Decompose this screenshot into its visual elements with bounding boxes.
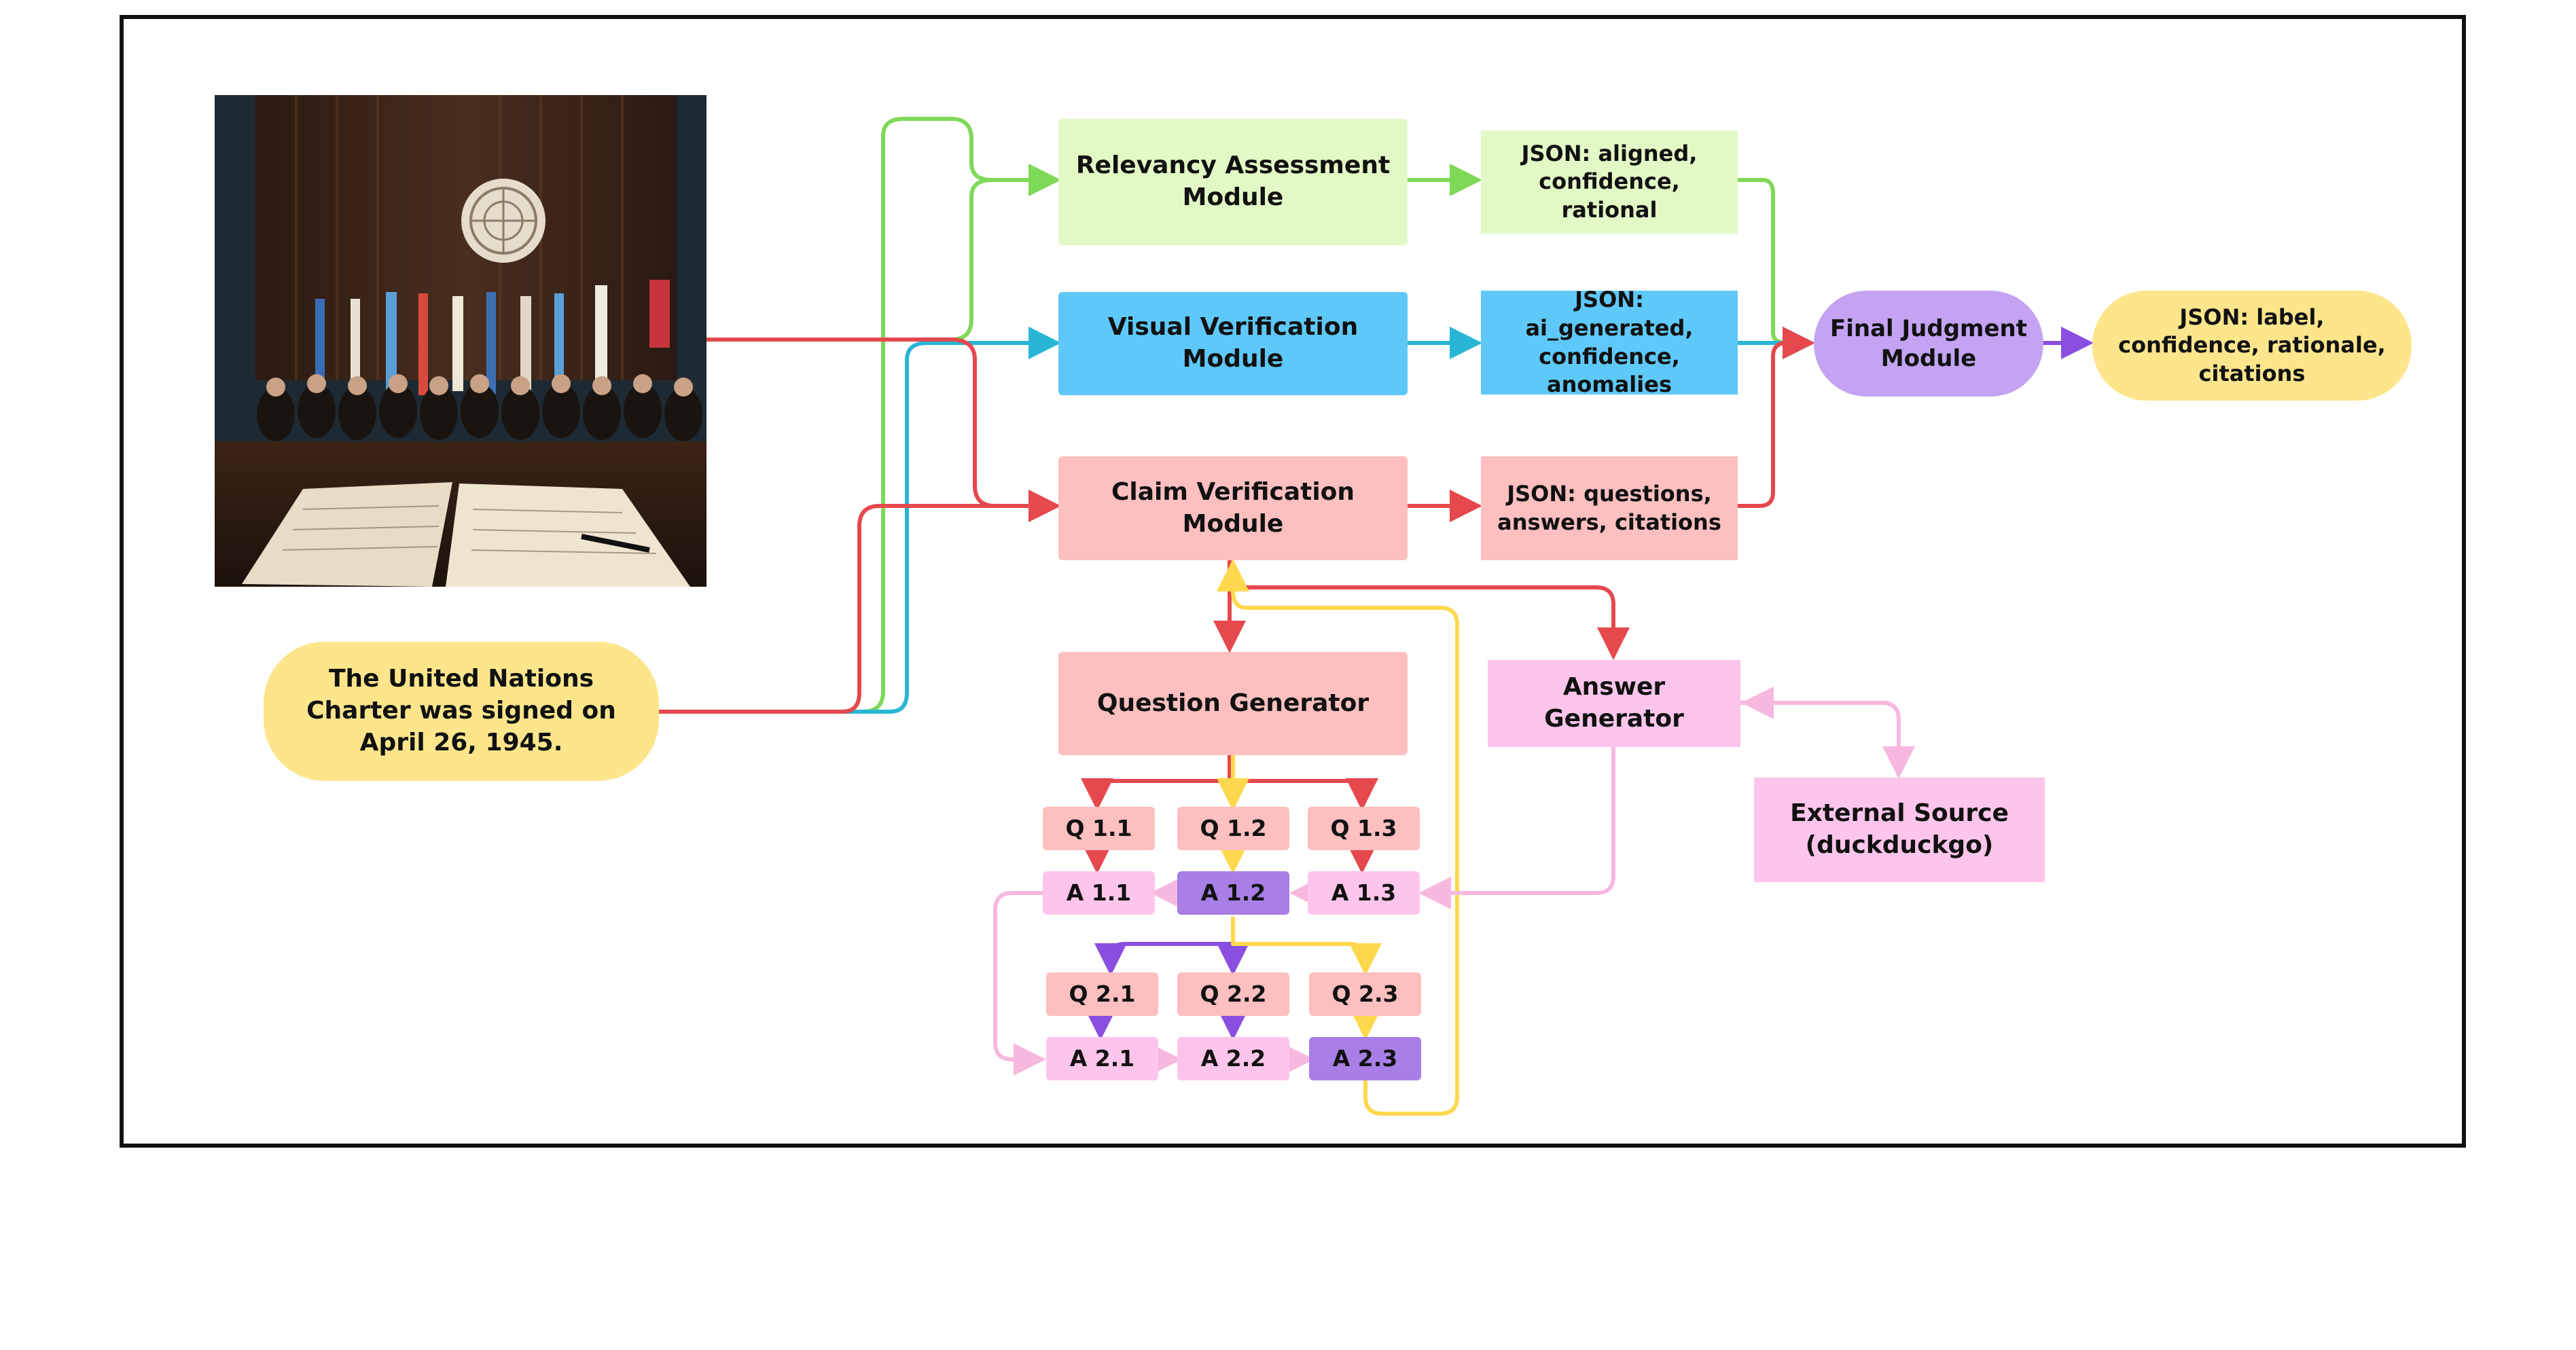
answer-generator: Answer Generator — [1488, 660, 1740, 747]
question-2-3: Q 2.3 — [1309, 972, 1421, 1016]
relevancy-assessment-module: Relevancy Assessment Module — [1058, 119, 1408, 245]
final-output-json: JSON: label, confidence, rationale, cita… — [2092, 291, 2412, 401]
question-1-3: Q 1.3 — [1308, 807, 1420, 850]
answer-1-2: A 1.2 — [1177, 871, 1289, 915]
diagram-frame — [120, 15, 2466, 1148]
charter-signing-photo — [215, 95, 706, 587]
question-1-2: Q 1.2 — [1177, 807, 1289, 850]
final-judgment-module: Final Judgment Module — [1814, 291, 2043, 397]
question-generator: Question Generator — [1058, 652, 1408, 755]
answer-1-1: A 1.1 — [1043, 871, 1155, 915]
answer-2-2: A 2.2 — [1177, 1037, 1289, 1080]
visual-verification-module: Visual Verification Module — [1058, 292, 1408, 395]
answer-2-1: A 2.1 — [1046, 1037, 1158, 1080]
claim-output-json: JSON: questions, answers, citations — [1481, 456, 1738, 560]
visual-output-json: JSON: ai_generated, confidence, anomalie… — [1481, 287, 1738, 397]
external-source: External Source (duckduckgo) — [1754, 778, 2045, 882]
claim-verification-module: Claim Verification Module — [1058, 456, 1408, 560]
answer-2-3: A 2.3 — [1309, 1037, 1421, 1080]
question-1-1: Q 1.1 — [1043, 807, 1155, 850]
question-2-2: Q 2.2 — [1177, 972, 1289, 1016]
answer-1-3: A 1.3 — [1308, 871, 1420, 915]
input-claim: The United Nations Charter was signed on… — [264, 642, 659, 781]
question-2-1: Q 2.1 — [1046, 972, 1158, 1016]
relevancy-output-json: JSON: aligned, confidence, rational — [1481, 130, 1738, 234]
